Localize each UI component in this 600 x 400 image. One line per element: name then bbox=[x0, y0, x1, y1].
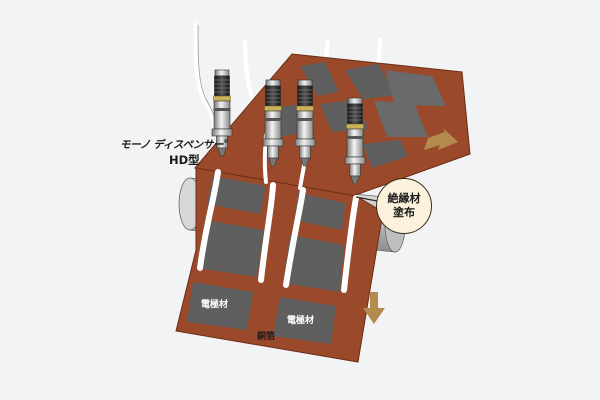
dispenser-model-label: HD型 bbox=[169, 153, 200, 167]
copper-foil-label: 銅箔 bbox=[257, 332, 276, 342]
callout-pointer bbox=[355, 196, 378, 202]
electrode-label-right: 電極材 bbox=[287, 316, 315, 326]
electrode-label-left: 電極材 bbox=[201, 300, 229, 310]
callout-line-2: 塗布 bbox=[393, 206, 415, 219]
insulation-stripes bbox=[197, 128, 359, 293]
flow-arrow-icon bbox=[363, 128, 458, 324]
callout-line-1: 絶縁材 bbox=[387, 192, 421, 206]
dispenser-brand-label: モーノ ディスペンサー® bbox=[120, 139, 228, 151]
insulation-coating-callout: 絶縁材 塗布 bbox=[376, 178, 432, 234]
copper-foil-lower bbox=[175, 167, 384, 363]
